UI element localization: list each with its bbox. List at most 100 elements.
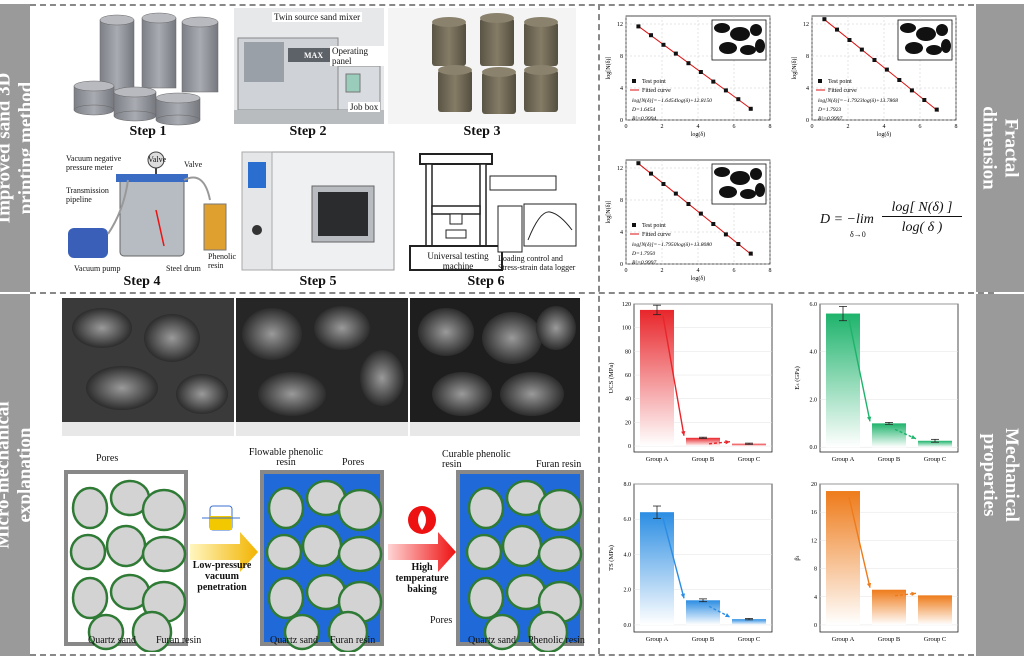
sand-grain [467,486,505,530]
formula-sub: δ→0 [850,230,866,239]
formula-lhs: D = −lim [820,212,874,227]
y-axis-label: UCS (MPa) [608,363,615,394]
binary-inset-image [897,19,953,61]
p2-flow-line: Flowable phenolic [248,447,324,458]
test-point [909,88,914,93]
sand-grain [71,576,109,620]
sand-grain [537,535,583,573]
sand-grains [69,479,583,652]
label-pipeline: Transmission pipeline [66,186,109,204]
x-tick-label: 4 [697,268,700,274]
inset-blob [941,39,951,53]
sand-grain [71,486,109,530]
label-valve-1: Valve [148,155,167,164]
sand-grain [105,524,147,568]
test-point [673,51,678,56]
trend-arrowhead [911,434,916,439]
side-line: Fractal [1001,118,1023,178]
test-point [661,182,666,186]
p2-furan-label: Furan resin [330,635,376,646]
fit-annotation: log[N(δ)]=−1.6454log(δ)+12.8150 [632,97,712,104]
y-tick-label: 4 [806,86,809,92]
x-tick-label: 4 [883,124,886,130]
test-point [897,78,902,82]
test-point [698,211,703,216]
arrow2-line: baking [407,584,437,595]
x-category-label: Group B [878,456,901,463]
trend-arrowhead [725,439,730,445]
inset-blob [905,42,923,54]
sem-image-3 [410,298,580,436]
legend-label: Test point [828,79,852,85]
y-tick-label: 6.0 [624,517,632,523]
legend-label: Fitted curve [642,232,671,238]
bar [732,619,766,625]
x-tick-label: 6 [919,124,922,130]
x-tick-label: 4 [697,124,700,130]
step4-vacuum-illustration [68,151,227,258]
inset-blob [730,171,750,185]
x-category-label: Group C [924,456,947,463]
trend-arrowhead [725,613,730,618]
sand-grain [87,613,125,651]
side-line: Mechanical [1001,428,1022,522]
inset-blob [719,42,737,54]
arrow2-line: temperature [395,573,449,584]
y-axis-label: Eₛ (GPa) [794,366,801,390]
step2-printer-photo: MAX Twin source sand mixer Operating pan… [234,8,384,124]
label-mixer: Twin source sand mixer [272,12,363,22]
y-tick-label: 0.0 [624,623,632,629]
y-tick-label: 16 [811,510,817,516]
p2-quartz-label: Quartz sand [270,635,319,646]
inset-blob [750,168,762,180]
y-tick-label: 0 [620,118,623,124]
trend-arrow [848,319,871,422]
y-tick-label: 2.0 [624,588,632,594]
step5-oven-illustration [241,151,395,271]
frame-bottom [30,654,994,656]
legend-label: Test point [642,79,666,85]
y-tick-label: 120 [622,302,631,308]
step-5-label: Step 5 [299,274,337,289]
y-tick-label: 4 [620,230,623,236]
p3-quartz-label: Quartz sand [468,635,517,646]
y-tick-label: 20 [811,482,817,488]
p3-cure-line: resin [442,459,462,470]
y-tick-label: 0 [628,444,631,450]
test-point [723,232,728,237]
y-axis-label: log[N(δ)] [605,57,612,80]
label-panel: Operating panel [330,46,384,66]
y-tick-label: 0.0 [810,445,818,451]
inset-blob [714,167,730,177]
legend-label: Test point [642,223,666,229]
y-tick-label: 8 [620,198,623,204]
x-tick-label: 8 [955,124,958,130]
trend-arrowhead [911,591,916,597]
sand-grain [141,535,187,573]
y-tick-label: 12 [617,22,623,28]
sand-grain [131,610,173,652]
inset-blob [916,27,936,41]
y-tick-label: 8.0 [624,482,632,488]
fit-annotation: log[N(δ)]=−1.7923log(δ)+13.7868 [818,97,898,104]
side-line: dimension [979,106,1001,190]
trend-arrow [708,605,731,618]
sem-images [62,298,580,436]
legend-label: Fitted curve [642,88,671,94]
sand-grain [337,488,383,532]
arrow1-line: Low-pressure [192,560,252,571]
test-point [922,98,927,102]
test-point [661,42,666,47]
test-point [859,47,864,52]
frame-top [30,4,994,6]
sand-grain [527,610,569,652]
y-tick-label: 12 [811,538,817,544]
inset-blob [900,23,916,33]
bar [686,600,720,625]
fit-annotation: R²=0.9997 [817,116,842,122]
